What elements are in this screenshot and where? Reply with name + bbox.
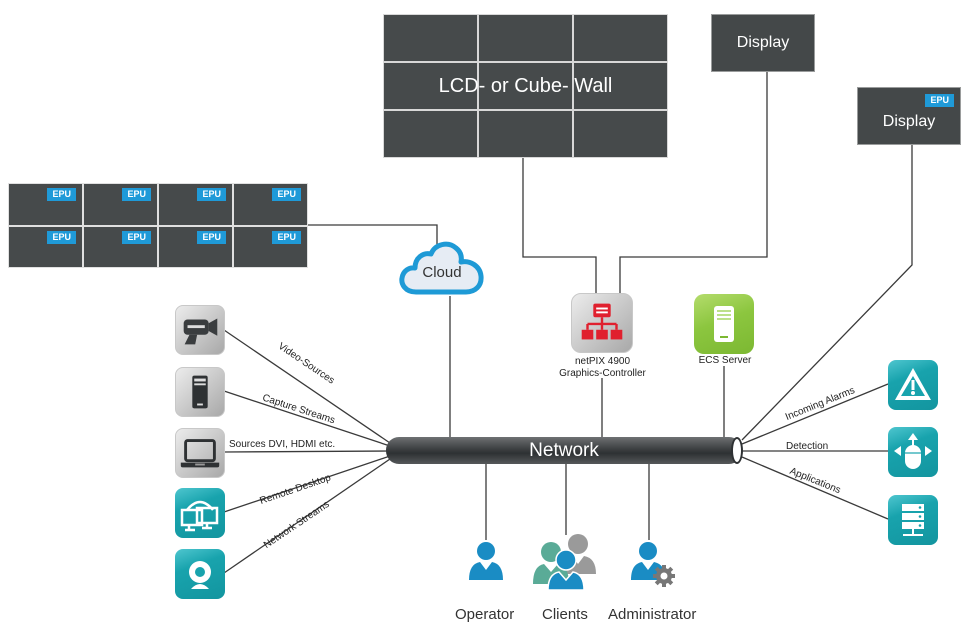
epu-wall-cell: EPU	[9, 184, 82, 225]
epu-wall-cell: EPU	[9, 226, 82, 267]
epu-badge: EPU	[122, 230, 151, 244]
epu-wall-cell: EPU	[159, 184, 232, 225]
network-bus-end	[731, 437, 743, 464]
operator-label: Operator	[455, 606, 515, 623]
cloud-label: Cloud	[422, 264, 462, 281]
line-video-sources	[223, 329, 391, 444]
controller-caption: netPIX 4900 Graphics-Controller	[545, 356, 660, 380]
label-sources-dvi: Sources DVI, HDMI etc.	[229, 439, 336, 450]
mouse-arrows-icon	[888, 427, 938, 477]
epu-wall-cell: EPU	[234, 226, 307, 267]
display-screen-epu: EPU Display	[857, 87, 961, 145]
line-network-streams	[223, 458, 391, 574]
line-applications	[741, 456, 889, 520]
epu-badge: EPU	[122, 188, 151, 201]
line-wall-controller	[522, 158, 597, 294]
video-camera-icon	[175, 305, 225, 355]
display-label: Display	[882, 113, 936, 130]
pc-tower-icon	[175, 367, 225, 417]
epu-badge: EPU	[197, 188, 226, 201]
server-rack-icon	[888, 495, 938, 545]
administrator-gear-icon	[631, 542, 675, 587]
epu-badge: EPU	[197, 230, 226, 244]
controller-name: netPIX 4900	[574, 356, 631, 367]
epu-wall-cell: EPU	[159, 226, 232, 267]
webcam-icon	[175, 549, 225, 599]
ecs-server-icon	[694, 294, 754, 354]
epu-badge: EPU	[925, 94, 954, 107]
line-sources-dvi	[223, 450, 391, 453]
alarm-warning-icon	[888, 360, 938, 410]
display-screen: Display	[711, 14, 815, 72]
graphics-controller-icon	[571, 293, 633, 353]
remote-desktop-icon	[175, 488, 225, 538]
epu-wall-cell: EPU	[234, 184, 307, 225]
label-detection: Detection	[786, 441, 829, 452]
laptop-icon	[175, 428, 225, 478]
cloud-icon	[399, 241, 484, 295]
network-bus: Network	[386, 437, 742, 464]
administrator-label: Administrator	[608, 606, 697, 623]
epu-badge: EPU	[47, 188, 76, 201]
epu-wall-cell: EPU	[84, 184, 157, 225]
controller-type: Graphics-Controller	[559, 368, 646, 379]
line-incoming-alarms	[741, 383, 889, 445]
lcd-cube-wall	[383, 14, 668, 158]
epu-badge: EPU	[272, 230, 301, 244]
epu-badge: EPU	[272, 188, 301, 201]
line-display-controller	[619, 71, 768, 294]
line-epu-display-network	[741, 144, 913, 441]
operator-user-icon	[469, 542, 503, 580]
line-capture-streams	[223, 390, 391, 447]
line-remote-desktop	[223, 455, 391, 513]
clients-group-icon	[533, 534, 596, 590]
ecs-server-label: ECS Server	[698, 355, 752, 366]
epu-video-wall: EPU EPU EPU EPU EPU EPU EPU EPU	[8, 183, 308, 268]
line-epu-wall-cloud	[308, 224, 438, 245]
network-label: Network	[529, 439, 599, 461]
display-label: Display	[736, 34, 790, 51]
clients-label: Clients	[542, 606, 588, 623]
epu-badge: EPU	[47, 230, 76, 244]
epu-wall-cell: EPU	[84, 226, 157, 267]
